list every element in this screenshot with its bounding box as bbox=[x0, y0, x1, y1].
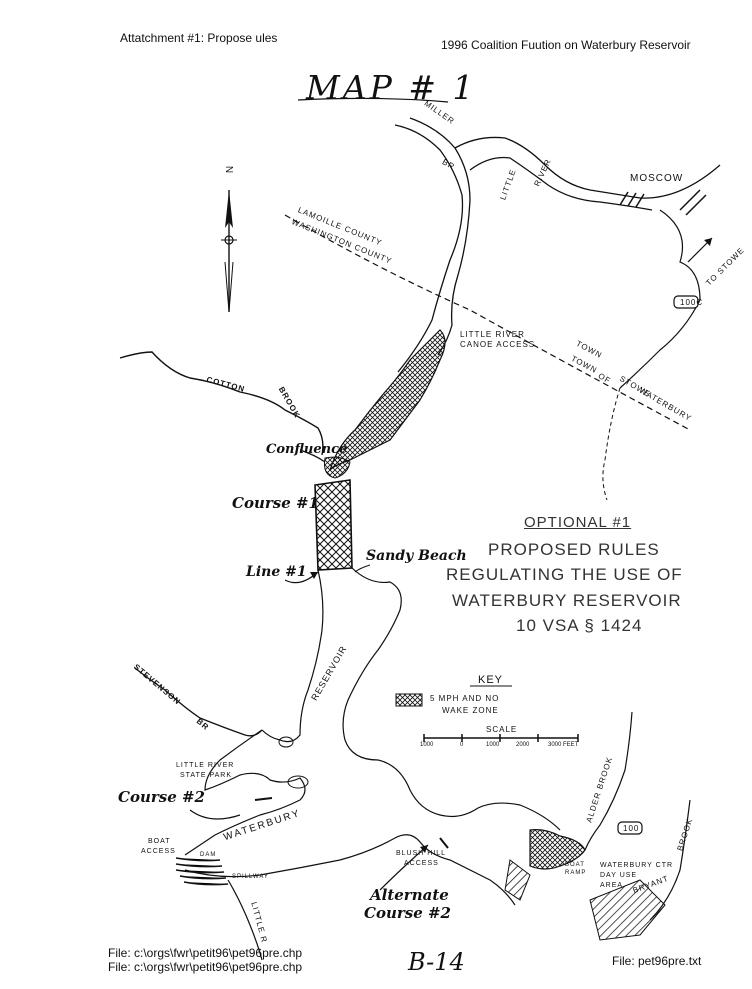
alternate-course-annotation-1: Alternate bbox=[370, 886, 449, 904]
boat-access-label-2: ACCESS bbox=[141, 848, 176, 855]
stamp-regulating: REGULATING THE USE OF bbox=[446, 565, 683, 584]
state-park-label-2: STATE PARK bbox=[180, 772, 233, 779]
route-100-label: 100 bbox=[623, 824, 640, 833]
waterbury-ctr-label-3: AREA bbox=[600, 882, 624, 889]
canoe-access-label-2: CANOE ACCESS bbox=[460, 340, 536, 349]
scale-tick-4: 3000 FEET bbox=[548, 742, 579, 748]
course-1-annotation: Course #1 bbox=[232, 494, 319, 512]
spillway-label: SPILLWAY bbox=[232, 874, 269, 880]
page-number: B-14 bbox=[408, 948, 465, 976]
moscow-development-marks bbox=[619, 189, 707, 216]
course-2-line bbox=[254, 797, 273, 801]
boat-access-label-1: BOAT bbox=[148, 838, 171, 845]
scale-tick-3: 2000 bbox=[516, 742, 530, 748]
line-1-annotation: Line #1 bbox=[246, 564, 307, 580]
stevenson-brook bbox=[134, 667, 263, 737]
reservoir-west-shore bbox=[261, 569, 324, 743]
little-river-upper-south-bank bbox=[469, 156, 653, 211]
stamp-waterbury-reservoir: WATERBURY RESERVOIR bbox=[452, 591, 682, 610]
route-100-dashed bbox=[602, 387, 621, 501]
route-100c-shield bbox=[673, 295, 699, 309]
header-attachment-title: Attatchment #1: Propose ules bbox=[120, 31, 278, 45]
moscow-road bbox=[639, 164, 721, 199]
key-zone-label-2: WAKE ZONE bbox=[442, 706, 499, 715]
waterbury-center-no-wake-zone bbox=[529, 829, 586, 870]
waterbury-center-developed-area bbox=[589, 879, 666, 941]
course-2-arrow bbox=[189, 809, 241, 820]
scale-tick-1: 0 bbox=[460, 742, 464, 748]
little-river-south bbox=[227, 879, 263, 961]
waterbury-ctr-label-2: DAY USE bbox=[600, 872, 638, 879]
stamp-proposed-rules: PROPOSED RULES bbox=[488, 540, 660, 559]
reservoir-south-west-shore bbox=[184, 729, 306, 856]
scale-title: SCALE bbox=[486, 725, 518, 734]
key-no-wake-symbol bbox=[395, 693, 423, 707]
scale-bar bbox=[423, 734, 579, 742]
course-1-zone bbox=[314, 479, 353, 571]
little-river-east-bank bbox=[409, 117, 471, 356]
reservoir-south-shore bbox=[184, 834, 516, 906]
route-100c-label: 100C bbox=[680, 298, 704, 307]
scale-tick-0: 1000 bbox=[420, 742, 434, 748]
canoe-access-label-1: LITTLE RIVER bbox=[460, 330, 525, 339]
boat-ramp-label-2: RAMP bbox=[565, 870, 587, 876]
dam-spillway bbox=[175, 857, 229, 886]
confluence-annotation: Confluence bbox=[266, 442, 348, 457]
confluence-arrow bbox=[299, 449, 326, 463]
key-title: KEY bbox=[478, 674, 504, 686]
waterbury-ctr-label-1: WATERBURY CTR bbox=[600, 862, 674, 869]
north-arrow-icon bbox=[221, 190, 237, 313]
optional-stamp: OPTIONAL #1 bbox=[524, 514, 632, 531]
map-title-underline bbox=[297, 97, 449, 103]
stamp-statute: 10 VSA § 1424 bbox=[516, 616, 643, 635]
county-line bbox=[284, 214, 691, 431]
map-title: MAP # 1 bbox=[306, 68, 477, 107]
sandy-beach-arrow bbox=[354, 564, 371, 573]
north-label: N bbox=[223, 165, 235, 174]
header-coalition-title: 1996 Coalition Fuution on Waterbury Rese… bbox=[441, 38, 691, 52]
blush-hill-label-1: BLUSH HILL bbox=[396, 850, 447, 857]
scale-tick-2: 1000 bbox=[486, 742, 500, 748]
boat-ramp-label-1: BOAT bbox=[565, 862, 585, 868]
moscow-label: MOSCOW bbox=[630, 173, 684, 184]
blush-hill-label-2: ACCESS bbox=[404, 860, 439, 867]
course-2-annotation: Course #2 bbox=[118, 788, 205, 806]
footer-file-1: File: c:\orgs\fwr\petit96\pet96pre.chp bbox=[108, 946, 303, 960]
reservoir-east-shore bbox=[342, 567, 561, 831]
key-zone-label-1: 5 MPH AND NO bbox=[430, 694, 500, 703]
alternate-course-annotation-2: Course #2 bbox=[364, 904, 451, 922]
little-river-upper-north-bank bbox=[454, 136, 641, 199]
footer-file-3: File: pet96pre.txt bbox=[612, 954, 702, 968]
sandy-beach-annotation: Sandy Beach bbox=[366, 548, 467, 564]
little-river-west-bank bbox=[394, 124, 464, 373]
alder-brook bbox=[584, 711, 633, 851]
route-100-shield bbox=[617, 821, 643, 835]
footer-file-2: File: c:\orgs\fwr\petit96\pet96pre.chp bbox=[108, 960, 303, 974]
cotton-brook bbox=[119, 351, 324, 456]
state-park-label-1: LITTLE RIVER bbox=[176, 762, 235, 769]
route-100-road bbox=[619, 209, 701, 389]
dam-label: DAM bbox=[200, 852, 217, 858]
